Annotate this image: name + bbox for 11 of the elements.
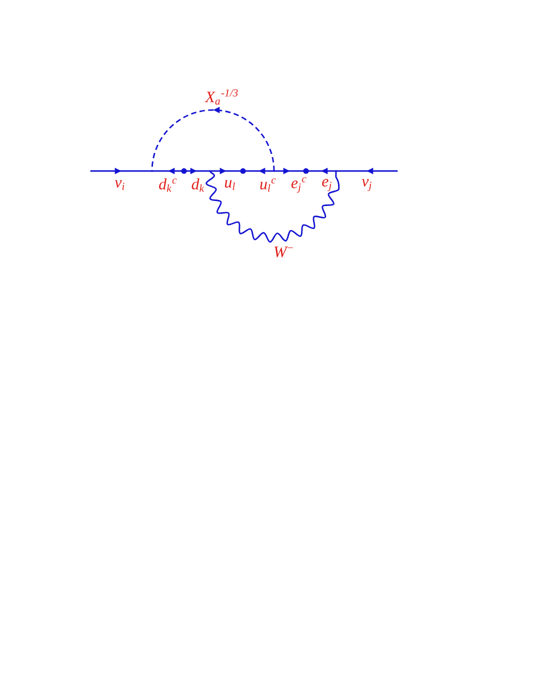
particle-label: W$^{−}$: [274, 246, 293, 258]
particle-label: d$_{k}$c: [159, 178, 177, 192]
particle-label: e$_{j}$c: [291, 177, 306, 193]
particle-label: d$_{k}$: [192, 178, 204, 192]
particle-label: u$_{l}$: [224, 180, 235, 190]
particle-label: u$_{l}$c: [260, 178, 276, 192]
particle-label: ν$_{j}$: [362, 179, 372, 192]
boson-propagator: [206, 170, 340, 243]
particle-label: e$_{j}$: [322, 178, 332, 192]
particle-label: X$_{a}$-1/3: [204, 89, 238, 105]
particle-label: ν$_{i}$: [114, 180, 124, 190]
